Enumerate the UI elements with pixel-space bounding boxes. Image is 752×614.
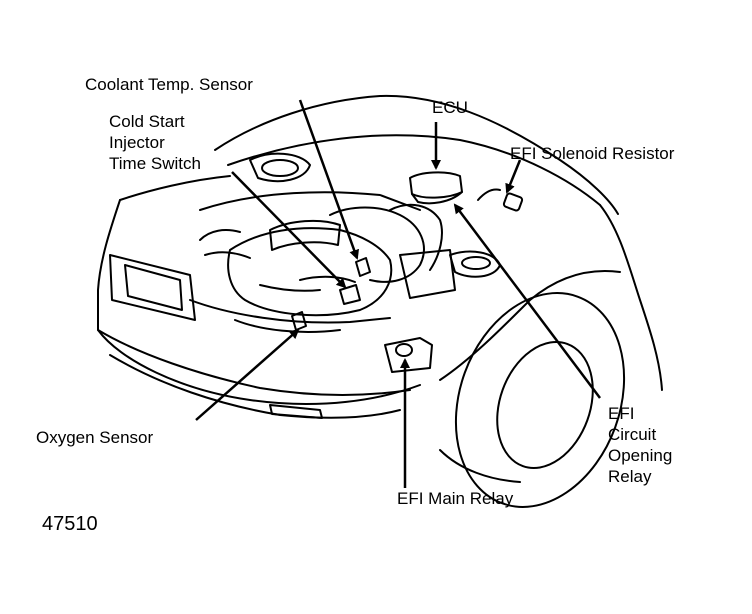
label-oxygen-sensor-text: Oxygen Sensor [36,428,154,447]
ecu-box [409,171,463,199]
label-efi-main-relay: EFI Main Relay [397,488,513,509]
front-wheel-hub [496,341,594,469]
left-headlight [109,254,196,321]
figure-number-text: 47510 [42,513,98,535]
label-efi-solenoid-resistor-text: EFI Solenoid Resistor [510,144,675,163]
label-coolant-temp-sensor: Coolant Temp. Sensor [85,74,253,95]
leader-cold-start-injector [231,171,347,289]
coolant-sensor-body [355,257,371,277]
label-efi-circuit-line1: EFI [608,404,635,423]
air-duct [389,203,443,271]
label-efi-main-relay-text: EFI Main Relay [397,489,514,508]
strut-tower-right-cap [461,256,491,270]
hose-left-2 [204,251,251,259]
label-efi-circuit-line2: Circuit [608,425,657,444]
tire-bottom [439,449,521,483]
engine-block [227,227,393,317]
intake-manifold [329,206,425,283]
leader-oxygen-sensor [195,328,300,421]
label-efi-circuit-line3: Opening [608,446,673,465]
ecu-box-side [411,191,463,205]
radiator-support [199,191,421,211]
valve-cover [269,219,341,251]
oxygen-sensor-body [291,311,307,331]
label-efi-circuit-opening-relay: EFI Circuit Opening Relay [608,403,672,487]
label-cold-start-line3: Time Switch [109,154,201,173]
relay-bracket [384,337,433,373]
left-fender [119,175,231,201]
label-cold-start-line1: Cold Start [109,112,185,131]
right-fender [599,204,663,391]
efi-main-relay [395,343,413,357]
label-efi-solenoid-resistor: EFI Solenoid Resistor [510,143,674,164]
label-cold-start-line2: Injector [109,133,165,152]
label-ecu: ECU [432,97,468,118]
cold-start-switch-body [339,284,361,305]
bumper-slot [269,404,323,419]
leader-efi-circuit-opening-relay [453,203,601,399]
engine-detail-2 [259,284,321,292]
label-cold-start-injector-time-switch: Cold Start Injector Time Switch [109,111,201,174]
strut-tower-left [249,152,311,183]
windshield-outline [214,94,619,215]
left-headlight-inner [124,264,183,311]
engine-detail-3 [234,319,341,333]
label-ecu-text: ECU [432,98,468,117]
leader-efi-solenoid-resistor [505,159,522,194]
label-efi-circuit-line4: Relay [608,467,652,486]
label-coolant-temp-sensor-text: Coolant Temp. Sensor [85,75,253,94]
cowl-line [227,134,601,206]
efi-resistor-body [502,192,524,212]
front-bumper [97,329,411,396]
leader-coolant-temp-sensor [298,99,359,260]
efi-resistor-wire [477,188,501,201]
strut-tower-left-cap [261,159,299,177]
body-outline [97,199,421,406]
front-grille [189,299,391,324]
figure-number: 47510 [42,514,98,535]
hose-left [199,229,241,241]
label-oxygen-sensor: Oxygen Sensor [36,427,153,448]
right-fender-lower [439,269,621,381]
front-wheel [454,292,626,508]
engine-detail-1 [299,275,356,283]
air-cleaner [399,249,456,299]
